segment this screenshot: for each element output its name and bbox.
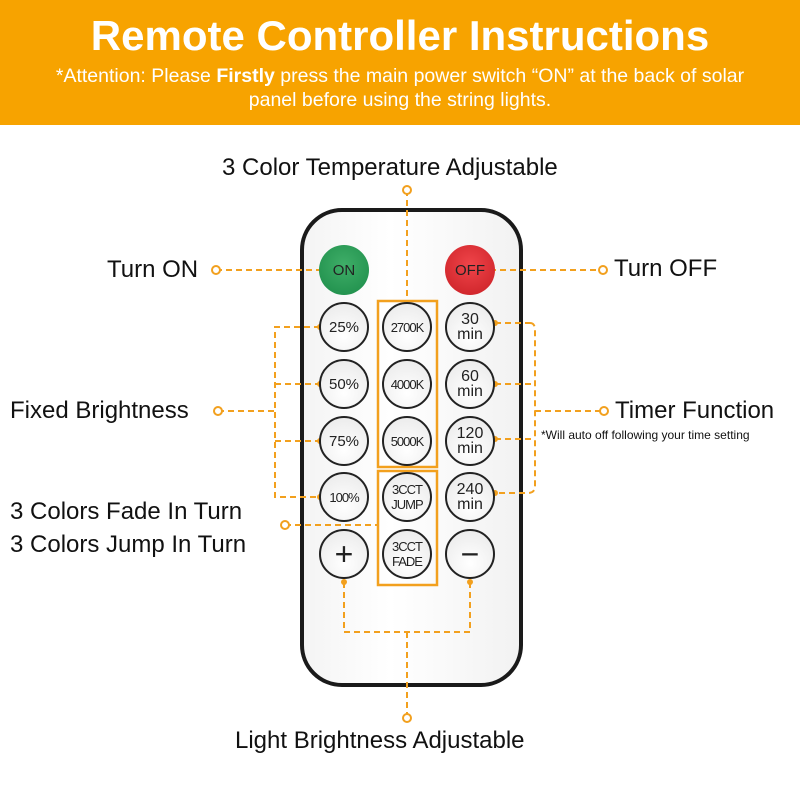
timer-value: 30 xyxy=(461,311,479,328)
timer-value: 120 xyxy=(456,425,484,442)
on-button[interactable]: ON xyxy=(319,245,369,295)
fade-line1: 3CCT xyxy=(392,539,423,554)
timer-unit: min xyxy=(457,326,483,343)
brightness-50-button[interactable]: 50% xyxy=(319,359,369,409)
timer-label: Timer Function xyxy=(615,397,775,424)
header-banner: Remote Controller Instructions *Attentio… xyxy=(0,0,800,125)
jump-line2: JUMP xyxy=(391,497,423,512)
minus-button[interactable]: − xyxy=(445,529,495,579)
page-title: Remote Controller Instructions xyxy=(90,12,710,59)
color-2700k-button[interactable]: 2700K xyxy=(382,302,432,352)
timer-value: 240 xyxy=(456,481,484,498)
attention-note: *Attention: Please Firstly press the mai… xyxy=(30,64,770,112)
turn-on-label: Turn ON xyxy=(107,256,199,283)
timer-value: 60 xyxy=(461,368,479,385)
fixed-brightness-label: Fixed Brightness xyxy=(10,397,189,424)
attention-bold: Firstly xyxy=(216,65,275,87)
jump-line1: 3CCT xyxy=(392,482,423,497)
turn-off-label: Turn OFF xyxy=(614,255,718,282)
fade-line2: FADE xyxy=(392,554,423,569)
jump-label: 3 Colors Jump In Turn xyxy=(10,531,247,558)
brightness-25-button[interactable]: 25% xyxy=(319,302,369,352)
brightness-75-button[interactable]: 75% xyxy=(319,416,369,466)
plus-button[interactable]: + xyxy=(319,529,369,579)
attention-prefix: *Attention: Please xyxy=(55,65,217,87)
fade-label: 3 Colors Fade In Turn xyxy=(10,498,243,525)
attention-suffix: press the main power switch “ON” at the … xyxy=(248,65,745,111)
off-button[interactable]: OFF xyxy=(445,245,495,295)
timer-note: *Will auto off following your time setti… xyxy=(541,428,750,442)
color-4000k-button[interactable]: 4000K xyxy=(382,359,432,409)
brightness-adjust-label: Light Brightness Adjustable xyxy=(235,727,525,754)
brightness-100-button[interactable]: 100% xyxy=(319,472,369,522)
timer-unit: min xyxy=(457,496,483,513)
timer-unit: min xyxy=(457,440,483,457)
timer-unit: min xyxy=(457,383,483,400)
color-5000k-button[interactable]: 5000K xyxy=(382,416,432,466)
color-temp-label: 3 Color Temperature Adjustable xyxy=(222,154,558,181)
